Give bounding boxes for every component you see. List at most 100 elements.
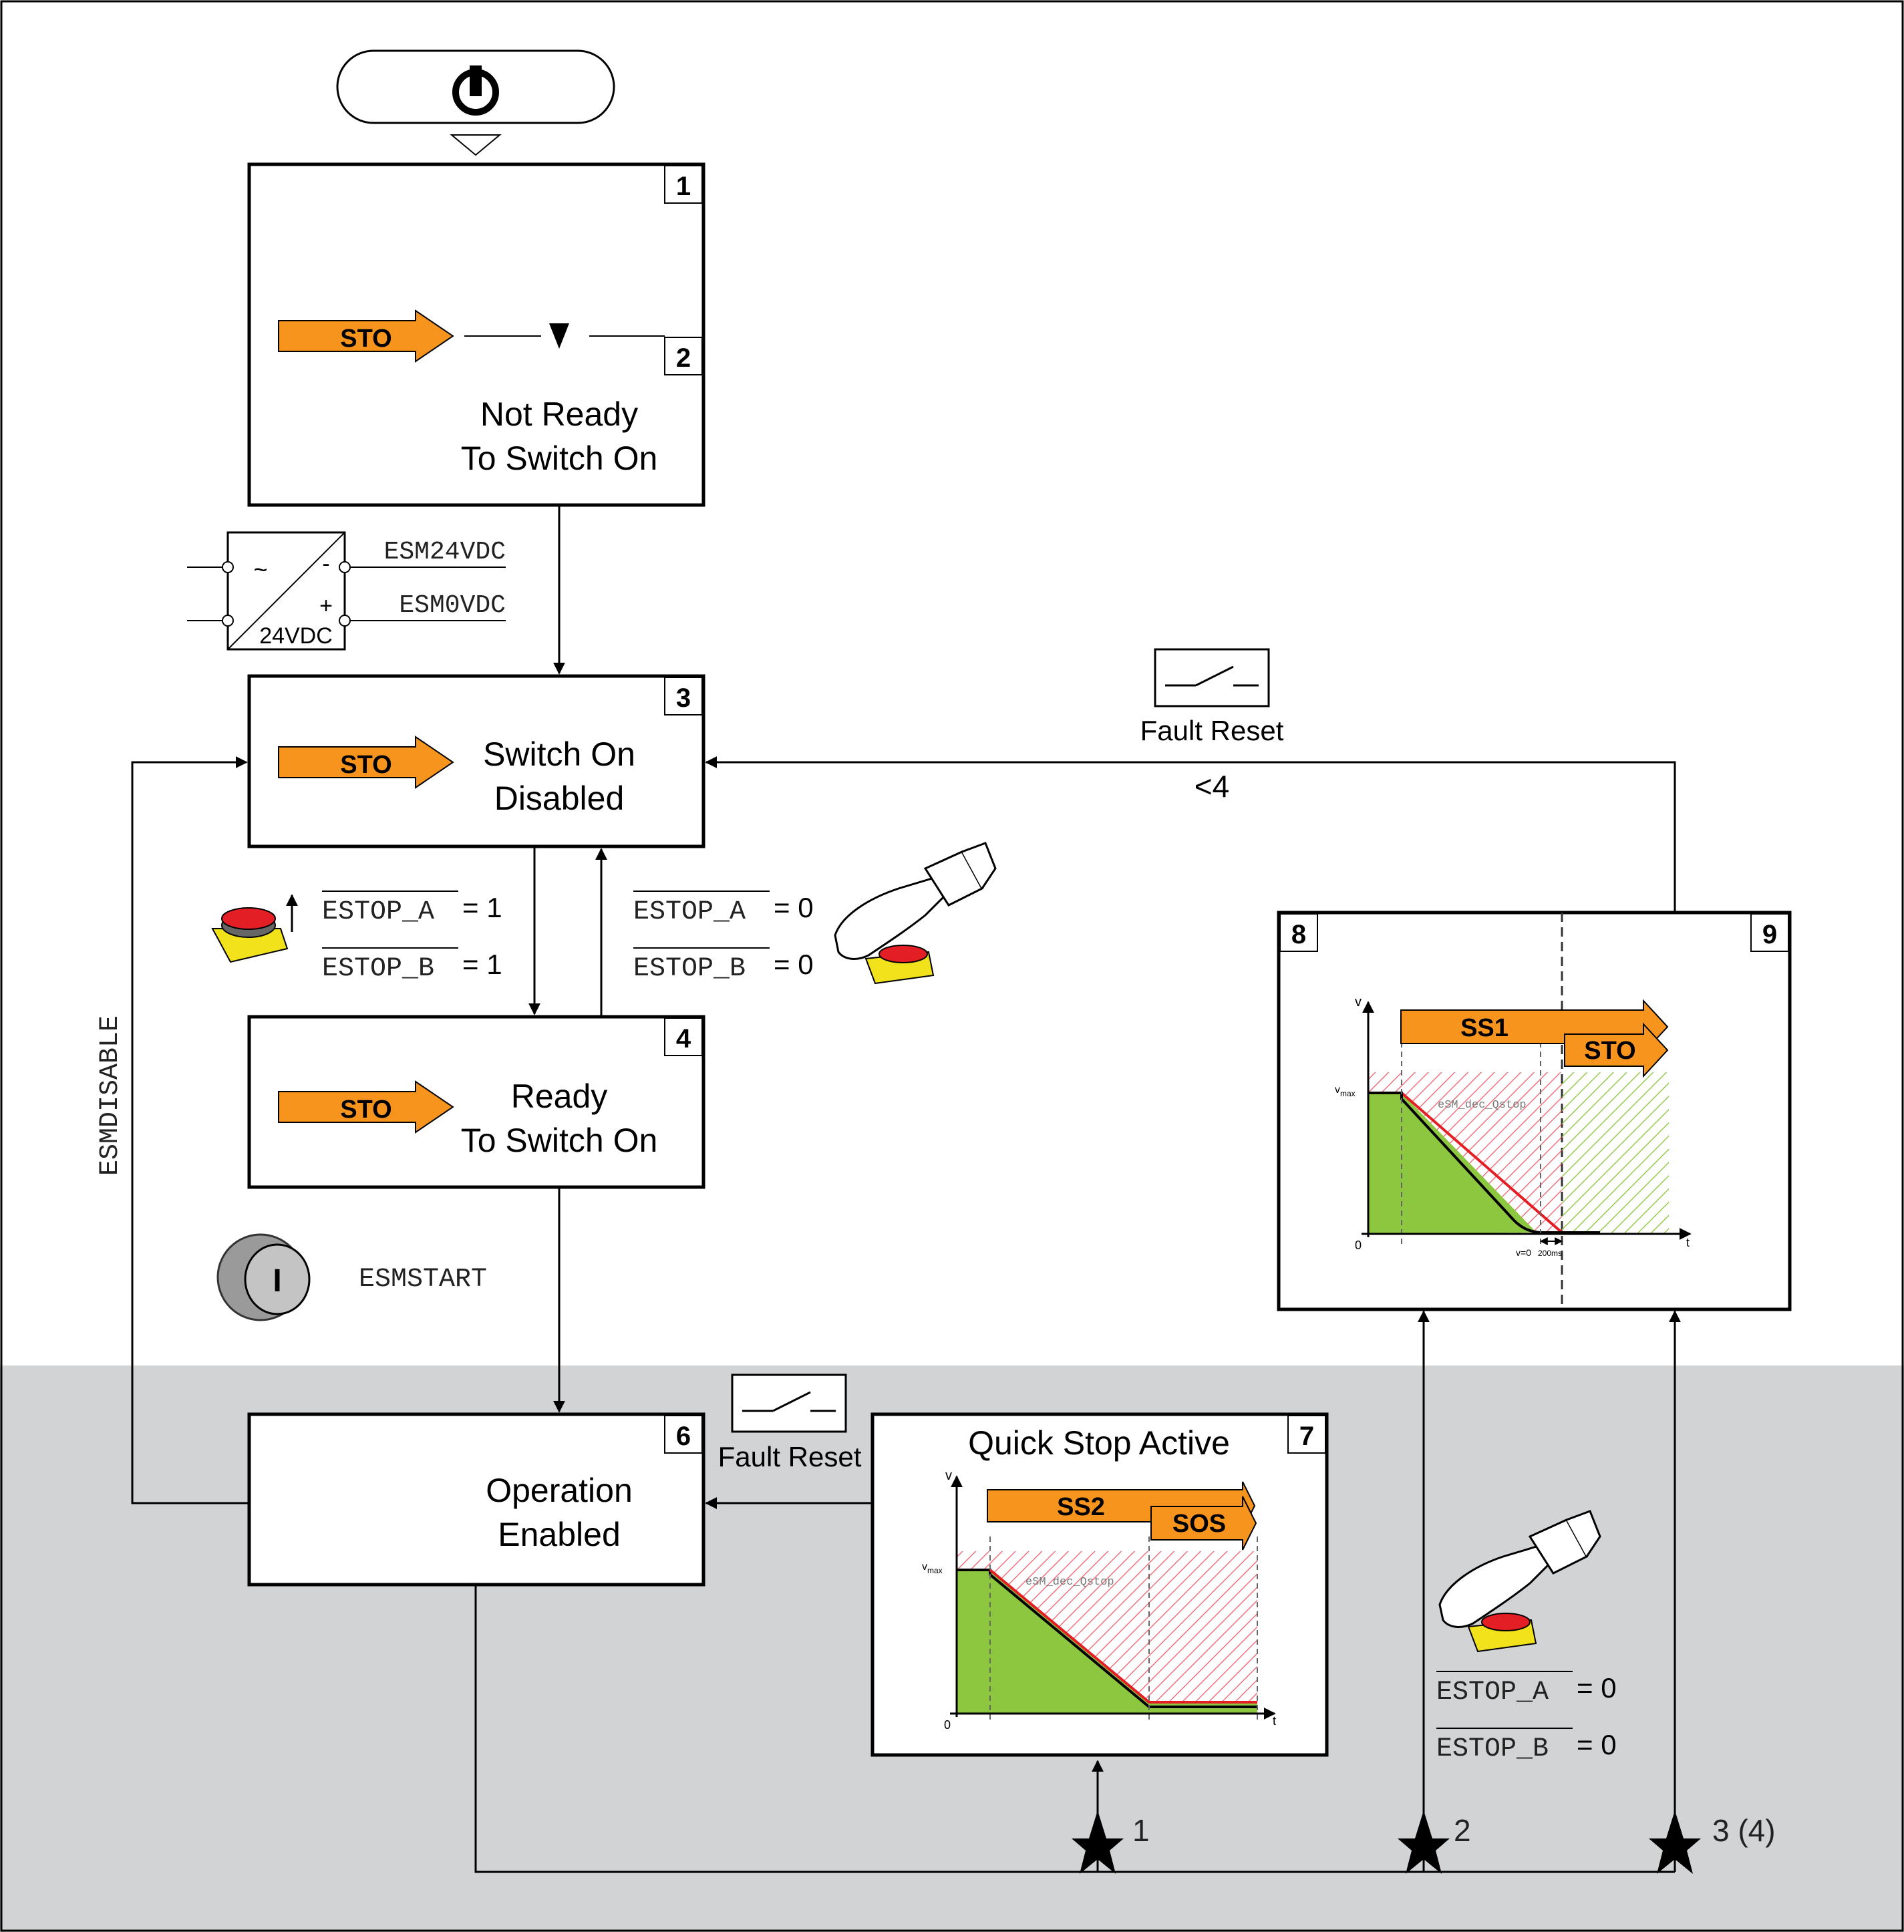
ss2-label: SS2 [1057, 1493, 1105, 1521]
estop-a-value: = 0 [774, 892, 814, 923]
state-2-line2: To Switch On [461, 440, 658, 477]
esm0vdc-label: ESM0VDC [399, 591, 506, 620]
estop-b-value: = 1 [462, 949, 502, 980]
sto-label: STO [340, 751, 391, 779]
estop-b-label: ESTOP_B [322, 954, 434, 984]
estop-b-label: ESTOP_B [633, 954, 746, 984]
decel-ramp-label: eSM_dec_Qstop [1438, 1099, 1527, 1112]
state-number-1: 1 [676, 172, 691, 201]
star-3-label: 3 (4) [1712, 1813, 1776, 1848]
limit-curve [989, 1569, 1257, 1704]
star-1: 1 [1072, 1810, 1150, 1874]
state-7-title: Quick Stop Active [968, 1424, 1230, 1462]
delay-label: 200ms [1538, 1249, 1562, 1258]
estop-conditions-press: ESTOP_A = 0 ESTOP_B = 0 [633, 891, 814, 984]
star-2: 2 [1398, 1810, 1471, 1874]
state-6-line1: Operation [486, 1472, 633, 1509]
axis-zero-label: 0 [944, 1718, 951, 1732]
estop-a-label: ESTOP_A [322, 897, 434, 927]
estop-b-value: = 0 [774, 949, 814, 980]
start-button-symbol: I [273, 1263, 281, 1299]
state-number-2: 2 [676, 343, 691, 373]
axis-v-label: v [1355, 995, 1362, 1009]
esm24vdc-label: ESM24VDC [384, 538, 506, 567]
star-icon [1398, 1810, 1450, 1874]
ss1-label: SS1 [1460, 1014, 1509, 1042]
sos-label: SOS [1172, 1510, 1226, 1538]
decel-ramp-label: eSM_dec_Qstop [1025, 1576, 1114, 1589]
estop-conditions-release: ESTOP_A = 1 ESTOP_B = 1 [322, 891, 502, 984]
estop-a-label: ESTOP_A [1436, 1677, 1549, 1708]
estop-a-value: = 0 [1577, 1672, 1617, 1704]
state-3-line1: Switch On [483, 736, 635, 773]
ss1-sto-profile-chart: v vmax 0 t eSM_dec_Qstop v=0 200ms SS1 S… [1335, 995, 1692, 1258]
fault-reset-switch-bottom-icon [731, 1374, 847, 1433]
sto-arrow-state2: STO [278, 309, 454, 363]
estop-released-icon [211, 894, 298, 963]
transition-arrow-icon [549, 323, 569, 349]
star-1-label: 1 [1132, 1813, 1150, 1848]
state-6-box: 6 Operation Enabled [247, 1412, 705, 1587]
vmax-label: vmax [1335, 1084, 1356, 1098]
esmstart-label: ESMSTART [359, 1265, 487, 1295]
estop-b-value: = 0 [1577, 1729, 1617, 1760]
sto-arrow-state4: STO [278, 1080, 454, 1134]
estop-b-label: ESTOP_B [1436, 1734, 1549, 1764]
power-supply: ~ - + 24VDC ESM24VDC ESM0VDC [187, 531, 506, 651]
hand-pressing-estop-icon [834, 842, 997, 985]
ss2-sos-profile-chart: v vmax 0 t eSM_dec_Qstop SS2 SOS [922, 1468, 1276, 1732]
axis-zero-label: 0 [1355, 1239, 1362, 1252]
power-on-start [336, 49, 615, 156]
sto-arrow-state3: STO [278, 736, 454, 789]
star-3: 3 (4) [1649, 1810, 1776, 1874]
state-3-line2: Disabled [494, 780, 625, 817]
state-6-line2: Enabled [498, 1516, 621, 1553]
sto-label: STO [340, 1096, 391, 1124]
sto-label: STO [1584, 1037, 1635, 1065]
limit-curve [1400, 1092, 1563, 1234]
estop-a-label: ESTOP_A [633, 897, 746, 927]
star-2-label: 2 [1454, 1813, 1471, 1848]
ac-symbol: ~ [253, 556, 267, 583]
star-icon [1649, 1810, 1701, 1874]
condition-lt4: <4 [1195, 769, 1229, 804]
esmdisable-label: ESMDISABLE [96, 1015, 126, 1176]
axis-v-label: v [945, 1468, 952, 1483]
fault-reset-label-bottom: Fault Reset [718, 1441, 862, 1472]
state-number-9: 9 [1762, 920, 1777, 949]
plus-symbol: + [319, 593, 333, 619]
state-4-line2: To Switch On [461, 1122, 658, 1159]
estop-conditions-bottom: ESTOP_A = 0 ESTOP_B = 0 [1436, 1671, 1617, 1764]
minus-symbol: - [322, 551, 329, 577]
fault-reset-label-top: Fault Reset [1140, 715, 1284, 746]
transition-6-3 [131, 756, 249, 1504]
start-button-icon: I [216, 1233, 311, 1321]
vmax-label: vmax [922, 1561, 943, 1575]
bottom-bus-line [474, 1585, 1675, 1873]
sto-zone [1562, 1072, 1669, 1234]
speed-curve [1368, 1092, 1600, 1234]
estop-a-value: = 1 [462, 892, 502, 923]
axis-t-label: t [1273, 1714, 1276, 1728]
state-1-2-box: 1 2 Not Ready To Switch On [247, 162, 705, 507]
fault-reset-switch-top-icon [1154, 648, 1270, 707]
star-icon [1072, 1810, 1124, 1874]
state-2-line1: Not Ready [480, 395, 638, 433]
sto-arrow-state9: STO [1564, 1022, 1669, 1078]
state-number-7: 7 [1299, 1422, 1314, 1451]
sto-label: STO [340, 325, 391, 353]
sos-arrow: SOS [1150, 1496, 1257, 1551]
transition-9-3 [705, 756, 1676, 913]
v-zero-label: v=0 [1516, 1247, 1531, 1258]
state-number-3: 3 [676, 683, 691, 713]
state-number-4: 4 [676, 1024, 691, 1054]
axis-t-label: t [1686, 1236, 1690, 1249]
state-4-line1: Ready [511, 1078, 608, 1115]
state-number-8: 8 [1291, 920, 1306, 949]
state-number-6: 6 [676, 1422, 691, 1451]
hand-pressing-estop-bottom-icon [1438, 1510, 1601, 1653]
psu-voltage-label: 24VDC [259, 623, 333, 649]
